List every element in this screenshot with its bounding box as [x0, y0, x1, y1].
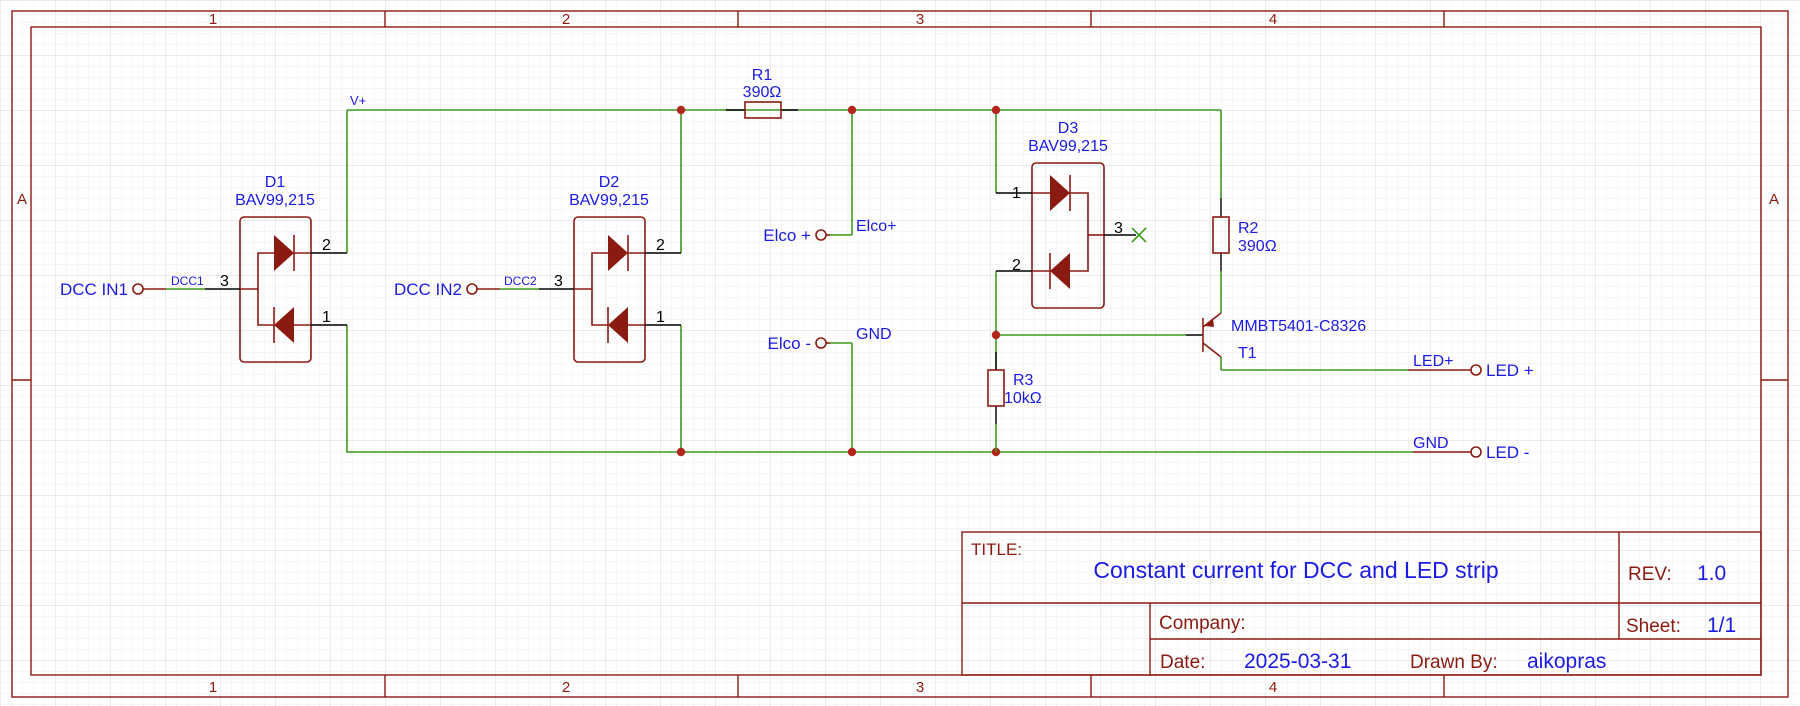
net-label-vplus: V+ — [350, 93, 366, 108]
date-value: 2025-03-31 — [1244, 650, 1351, 673]
d2-value: BAV99,215 — [569, 192, 649, 209]
col-label-top-2: 2 — [562, 11, 570, 28]
d2-pin-1: 1 — [656, 309, 665, 326]
drawn-by-label: Drawn By: — [1410, 652, 1498, 673]
junction-dot — [676, 105, 686, 115]
d1-ref: D1 — [265, 174, 286, 191]
drawn-by-value: aikopras — [1527, 650, 1606, 673]
port-dcc-in1[interactable]: DCC IN1 — [60, 280, 128, 299]
d2-pin-2: 2 — [656, 237, 665, 254]
col-label-top-4: 4 — [1269, 11, 1277, 28]
col-label-bottom-1: 1 — [209, 679, 217, 696]
net-label-gnd-led: GND — [1413, 435, 1449, 452]
port-elco-plus[interactable]: Elco + — [763, 226, 811, 245]
d1-value: BAV99,215 — [235, 192, 315, 209]
r1-ref: R1 — [752, 67, 773, 84]
d1-pin-2: 2 — [322, 237, 331, 254]
d2-pin-3: 3 — [554, 273, 563, 290]
date-label: Date: — [1160, 652, 1205, 673]
port-connectors — [132, 229, 1482, 458]
col-label-bottom-4: 4 — [1269, 679, 1277, 696]
d3-pin-1: 1 — [1012, 185, 1021, 202]
d3-pin-3: 3 — [1114, 220, 1123, 237]
sheet-label: Sheet: — [1626, 616, 1681, 637]
net-label-led-plus: LED+ — [1413, 353, 1453, 370]
r1-value: 390Ω — [743, 84, 782, 101]
d3-pin-2: 2 — [1012, 257, 1021, 274]
col-label-top-1: 1 — [209, 11, 217, 28]
d1-pin-1: 1 — [322, 309, 331, 326]
sheet-frame — [11, 10, 1789, 698]
drawing-title: Constant current for DCC and LED strip — [1093, 557, 1498, 583]
rev-value: 1.0 — [1697, 562, 1726, 585]
d1-pin-3: 3 — [220, 273, 229, 290]
transistor-t1[interactable] — [1186, 307, 1222, 370]
title-block — [961, 531, 1762, 676]
d3-ref: D3 — [1058, 120, 1079, 137]
r3-ref: R3 — [1013, 372, 1034, 389]
diode-d3[interactable] — [996, 162, 1147, 309]
net-label-gnd: GND — [856, 326, 892, 343]
r2-value: 390Ω — [1238, 238, 1277, 255]
r2-ref: R2 — [1238, 220, 1259, 237]
d2-ref: D2 — [599, 174, 620, 191]
d3-value: BAV99,215 — [1028, 138, 1108, 155]
port-led-plus[interactable]: LED + — [1486, 361, 1534, 380]
no-connect-marker — [1131, 227, 1147, 243]
junction-dot — [991, 105, 1001, 115]
title-label: TITLE: — [971, 540, 1022, 559]
diode-d2[interactable] — [539, 216, 681, 363]
port-led-minus[interactable]: LED - — [1486, 443, 1529, 462]
col-label-bottom-2: 2 — [562, 679, 570, 696]
diode-d1[interactable] — [205, 216, 347, 363]
junction-dot — [676, 447, 686, 457]
net-label-elco-plus: Elco+ — [856, 218, 896, 235]
junction-dot — [847, 447, 857, 457]
row-label-left-a: A — [17, 191, 27, 208]
resistor-r3[interactable] — [987, 352, 1005, 452]
rev-label: REV: — [1628, 564, 1672, 585]
resistor-r2[interactable] — [1212, 198, 1230, 307]
port-elco-minus[interactable]: Elco - — [768, 334, 811, 353]
sheet-value: 1/1 — [1707, 614, 1736, 637]
t1-ref: T1 — [1238, 345, 1257, 362]
net-label-dcc2: DCC2 — [504, 274, 537, 288]
r3-value: 10kΩ — [1004, 390, 1042, 407]
t1-value: MMBT5401-C8326 — [1231, 318, 1366, 335]
row-label-right-a: A — [1769, 191, 1779, 208]
junction-dot — [991, 330, 1001, 340]
port-dcc-in2[interactable]: DCC IN2 — [394, 280, 462, 299]
resistor-r1[interactable] — [726, 101, 798, 119]
company-label: Company: — [1159, 613, 1246, 634]
net-label-dcc1: DCC1 — [171, 274, 204, 288]
junction-dot — [847, 105, 857, 115]
col-label-top-3: 3 — [916, 11, 924, 28]
col-label-bottom-3: 3 — [916, 679, 924, 696]
